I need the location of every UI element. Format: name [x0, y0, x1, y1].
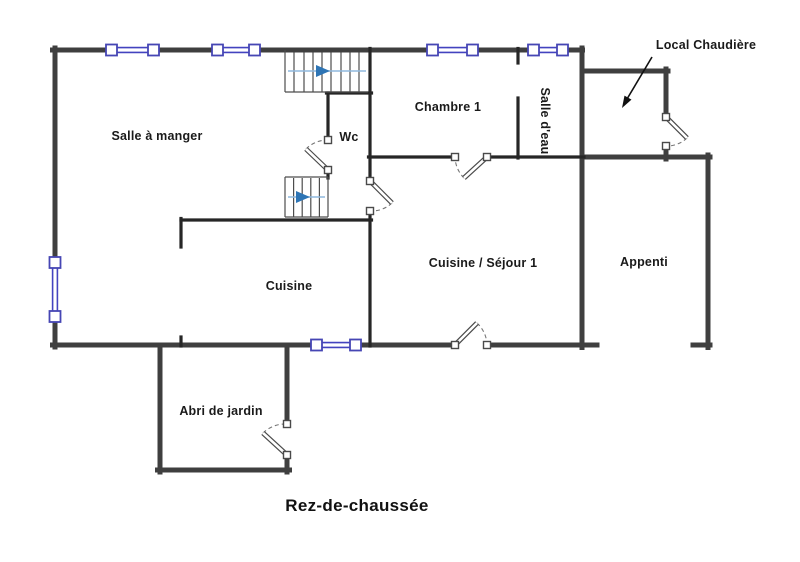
door-icon	[261, 419, 292, 460]
doors	[261, 112, 689, 460]
annotation-label-local-chaudiere: Local Chaudière	[656, 38, 756, 52]
room-label-cuisine-sejour-1: Cuisine / Séjour 1	[429, 256, 538, 270]
garden-shed-walls	[155, 342, 292, 475]
staircase-lower	[284, 176, 329, 218]
boiler-room-walls	[579, 66, 671, 162]
annotation-arrow	[622, 56, 653, 108]
room-label-abri-de-jardin: Abri de jardin	[179, 404, 262, 418]
room-label-appenti: Appenti	[620, 255, 668, 269]
window-icon	[211, 43, 261, 57]
staircase-upper	[284, 50, 368, 93]
arrowhead-icon	[622, 95, 632, 108]
room-label-cuisine: Cuisine	[266, 279, 313, 293]
room-label-wc: Wc	[339, 130, 358, 144]
door-icon	[304, 135, 333, 175]
door-icon	[365, 176, 394, 216]
interior-walls	[179, 46, 586, 348]
window-icon	[48, 256, 62, 323]
room-label-salle-a-manger: Salle à manger	[111, 129, 202, 143]
door-icon	[450, 152, 492, 180]
stair-direction-arrow-upper-icon	[316, 65, 330, 77]
windows	[48, 43, 569, 352]
window-icon	[105, 43, 160, 57]
floor-title: Rez-de-chaussée	[285, 496, 428, 515]
appenti-walls	[579, 152, 713, 350]
room-labels: Salle à manger Wc Chambre 1 Salle d'eau …	[111, 38, 756, 418]
window-icon	[310, 338, 362, 352]
door-icon	[450, 321, 492, 350]
window-icon	[527, 43, 569, 57]
room-label-salle-d-eau: Salle d'eau	[538, 87, 552, 154]
door-icon	[661, 112, 689, 151]
window-icon	[426, 43, 479, 57]
exterior-walls	[50, 45, 587, 350]
stair-direction-arrow-lower-icon	[296, 191, 310, 203]
room-label-chambre-1: Chambre 1	[415, 100, 481, 114]
